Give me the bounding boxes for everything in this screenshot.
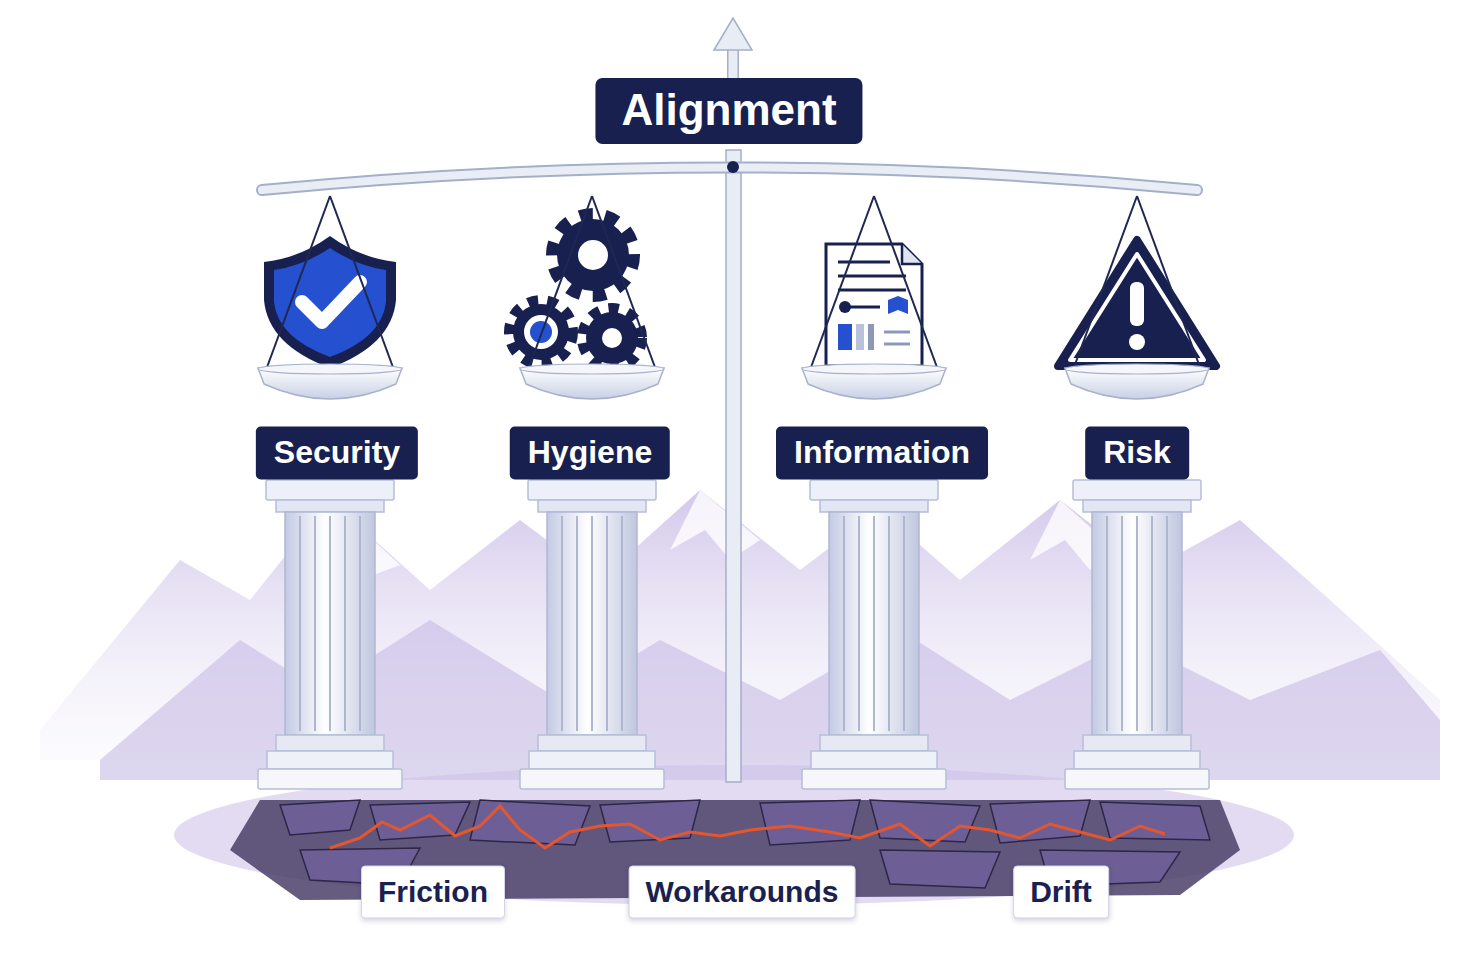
label-text: Risk bbox=[1103, 434, 1171, 471]
cracked-ground bbox=[880, 850, 1000, 888]
cracked-ground bbox=[760, 800, 860, 845]
balance-scale bbox=[714, 18, 752, 50]
gears-icon bbox=[510, 215, 641, 367]
gears-icon bbox=[586, 312, 638, 364]
balance-scale bbox=[726, 150, 741, 782]
cracked-ground bbox=[990, 800, 1090, 843]
document-icon bbox=[888, 296, 908, 314]
pillars bbox=[1065, 480, 1209, 789]
label-text: Friction bbox=[378, 875, 488, 909]
pillar-label: Information bbox=[776, 427, 988, 480]
shield-icon bbox=[264, 236, 396, 368]
shield-icon bbox=[302, 282, 360, 322]
pillar-label: Hygiene bbox=[510, 427, 670, 480]
document-icon bbox=[884, 331, 910, 334]
document-icon bbox=[838, 275, 906, 278]
pillars bbox=[258, 480, 402, 789]
ground-label: Workarounds bbox=[629, 866, 856, 919]
ground-label: Drift bbox=[1013, 866, 1109, 919]
warning-icon bbox=[1130, 282, 1144, 326]
document-icon bbox=[826, 244, 922, 366]
title-box: Alignment bbox=[595, 78, 862, 144]
warning-icon bbox=[1070, 254, 1204, 360]
pillars bbox=[520, 480, 664, 789]
mountain-range bbox=[670, 490, 760, 560]
label-text: Security bbox=[274, 434, 400, 471]
cracked-ground bbox=[870, 800, 980, 842]
cracked-ground bbox=[330, 806, 1165, 848]
gears-icon bbox=[553, 215, 633, 295]
balance-scale bbox=[727, 161, 739, 173]
scale-pans bbox=[258, 196, 402, 399]
scale-pans bbox=[802, 196, 946, 399]
document-icon bbox=[826, 244, 922, 366]
document-icon bbox=[838, 289, 906, 292]
gears-icon bbox=[602, 328, 622, 348]
document-icon bbox=[856, 324, 864, 350]
document-icon bbox=[884, 343, 910, 346]
document-icon bbox=[838, 324, 852, 350]
scale-pans bbox=[1065, 196, 1209, 399]
gears-icon bbox=[578, 240, 608, 270]
pillar-label: Security bbox=[256, 427, 418, 480]
label-text: Workarounds bbox=[646, 875, 839, 909]
document-icon bbox=[850, 306, 880, 309]
label-text: Information bbox=[794, 434, 970, 471]
document-icon bbox=[838, 261, 890, 264]
gears-icon bbox=[583, 309, 641, 367]
document-icon bbox=[902, 244, 922, 264]
pillars bbox=[802, 480, 946, 789]
balance-scale bbox=[262, 18, 1197, 782]
ground-label: Friction bbox=[361, 866, 505, 919]
gears-icon bbox=[557, 219, 629, 291]
document-icon bbox=[839, 301, 851, 313]
scale-pans bbox=[258, 196, 1209, 399]
shield-icon bbox=[264, 236, 396, 368]
cracked-ground bbox=[280, 800, 360, 835]
document-icon bbox=[868, 324, 874, 350]
cracked-ground bbox=[1100, 802, 1210, 840]
label-text: Drift bbox=[1030, 875, 1092, 909]
pillar-label: Risk bbox=[1085, 427, 1189, 480]
label-text: Alignment bbox=[621, 85, 836, 135]
label-text: Hygiene bbox=[528, 434, 652, 471]
scale-pans bbox=[520, 196, 664, 399]
warning-icon bbox=[1129, 334, 1145, 350]
